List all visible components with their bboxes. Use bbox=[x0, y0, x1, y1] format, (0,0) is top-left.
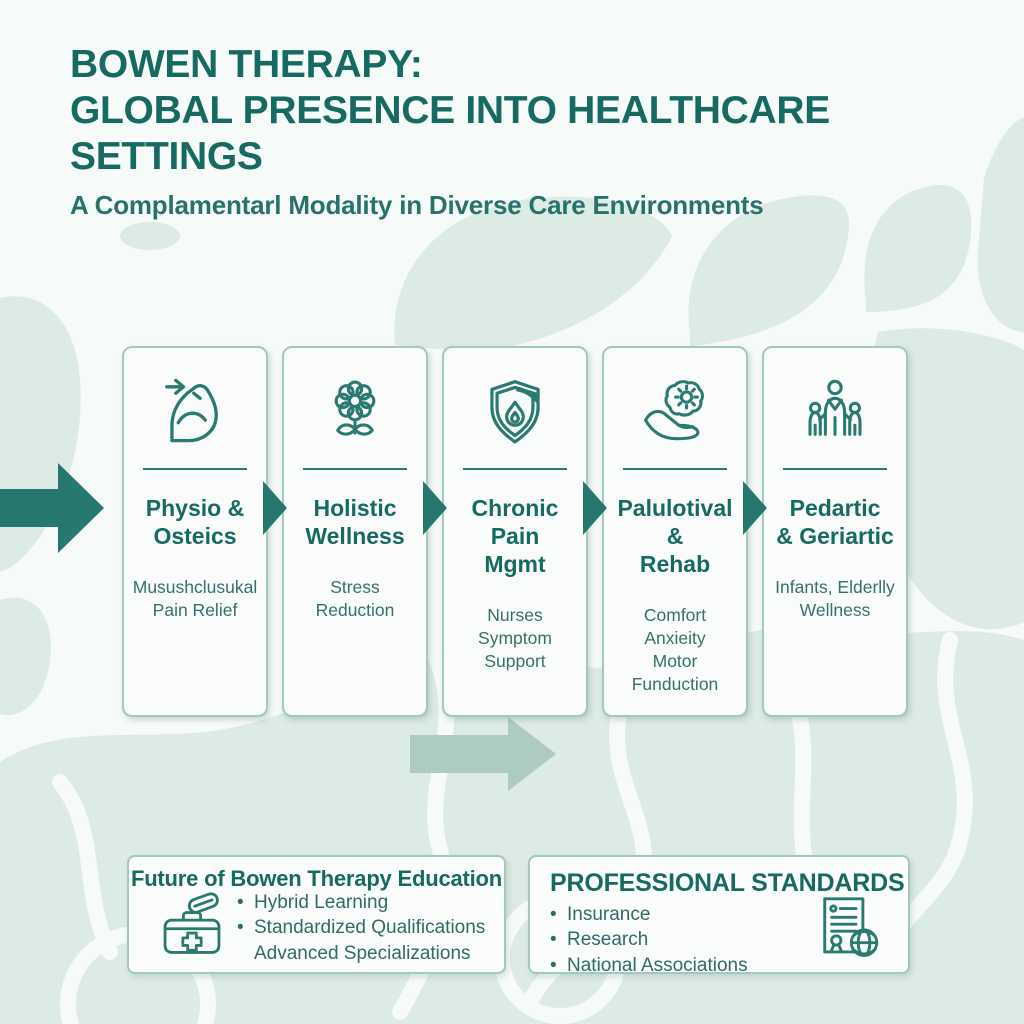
list-item: • National Associations bbox=[550, 953, 908, 978]
card-divider bbox=[623, 468, 727, 470]
list-item: • Insurance bbox=[550, 902, 908, 927]
bottom-flow-arrow-head bbox=[508, 717, 556, 791]
standards-box: PROFESSIONAL STANDARDS • Insurance • Res… bbox=[528, 855, 910, 976]
bullet-text: Hybrid Learning bbox=[254, 892, 389, 913]
card-title: Holistic Wellness bbox=[305, 495, 405, 550]
flow-connector-arrow bbox=[423, 481, 447, 535]
card-divider bbox=[783, 468, 887, 470]
bullet-text: Insurance bbox=[567, 904, 651, 925]
card-title: Palulotival & Rehab bbox=[617, 495, 733, 578]
card-title: Physio & Osteics bbox=[145, 495, 245, 550]
education-box-content: • Hybrid Learning • Standardized Qualifi… bbox=[129, 890, 504, 966]
card-physio-osteics: Physio & Osteics Musushclusukal Pain Rel… bbox=[122, 346, 268, 717]
bullet-marker: • bbox=[237, 917, 244, 939]
page-subtitle: A Complamentarl Modality in Diverse Care… bbox=[70, 190, 764, 221]
card-body: Stress Reduction bbox=[315, 577, 395, 621]
bullet-marker: • bbox=[237, 892, 244, 913]
list-item: Advanced Specializations bbox=[237, 941, 485, 966]
left-flow-arrow-head bbox=[58, 463, 104, 553]
card-chronic-pain: Chronic Pain Mgmt Nurses Symptom Support bbox=[442, 346, 588, 717]
card-divider bbox=[143, 468, 247, 470]
page-title: BOWEN THERAPY: GLOBAL PRESENCE INTO HEAL… bbox=[70, 43, 830, 179]
shield-flame-icon bbox=[474, 372, 556, 458]
flow-connector-arrow bbox=[743, 481, 767, 535]
care-settings-flow: Physio & Osteics Musushclusukal Pain Rel… bbox=[122, 346, 908, 717]
first-aid-kit-icon bbox=[153, 891, 231, 965]
bullet-text: Advanced Specializations bbox=[254, 942, 471, 964]
card-body: Nurses Symptom Support bbox=[478, 605, 552, 672]
flower-icon bbox=[314, 372, 396, 458]
bullet-marker: • bbox=[550, 954, 557, 976]
flex-arm-icon bbox=[154, 372, 236, 458]
education-box-title: Future of Bowen Therapy Education bbox=[130, 866, 503, 891]
card-palliative-rehab: Palulotival & Rehab Comfort Anxieity Mot… bbox=[602, 346, 748, 717]
bullet-marker bbox=[237, 941, 254, 966]
card-divider bbox=[463, 468, 567, 470]
list-item: • Hybrid Learning bbox=[237, 890, 485, 915]
list-item: • Standardized Qualifications bbox=[237, 915, 485, 940]
flow-connector-arrow bbox=[583, 481, 607, 535]
header: BOWEN THERAPY: GLOBAL PRESENCE INTO HEAL… bbox=[70, 42, 1024, 221]
bullet-marker: • bbox=[550, 904, 557, 925]
card-divider bbox=[303, 468, 407, 470]
card-pediatric-geriatric: Pedartic & Geriartic Infants, Elderlly W… bbox=[762, 346, 908, 717]
bullet-marker: • bbox=[550, 929, 557, 951]
education-bullet-list: • Hybrid Learning • Standardized Qualifi… bbox=[237, 890, 485, 966]
standards-bullet-list: • Insurance • Research • National Associ… bbox=[550, 902, 908, 978]
list-item: • Research bbox=[550, 927, 908, 952]
bullet-text: Research bbox=[567, 929, 649, 951]
bullet-text: Standardized Qualifications bbox=[254, 917, 486, 939]
family-icon bbox=[794, 372, 876, 458]
bullet-text: National Associations bbox=[567, 954, 748, 976]
card-title: Chronic Pain Mgmt bbox=[471, 495, 559, 578]
standards-box-title: PROFESSIONAL STANDARDS bbox=[550, 869, 905, 897]
card-body: Infants, Elderlly Wellness bbox=[775, 577, 895, 621]
bottom-flow-arrow bbox=[410, 716, 558, 792]
left-flow-arrow-shaft bbox=[0, 489, 58, 527]
brain-hand-icon bbox=[634, 372, 716, 458]
education-box: Future of Bowen Therapy Education • Hybr… bbox=[127, 855, 506, 974]
card-holistic-wellness: Holistic Wellness Stress Reduction bbox=[282, 346, 428, 717]
left-flow-arrow bbox=[0, 462, 106, 554]
flow-connector-arrow bbox=[263, 481, 287, 535]
card-body: Musushclusukal Pain Relief bbox=[132, 577, 258, 621]
card-body: Comfort Anxieity Motor Funduction bbox=[631, 605, 719, 695]
card-title: Pedartic & Geriartic bbox=[776, 495, 894, 550]
bottom-flow-arrow-shaft bbox=[410, 735, 508, 773]
certificate-globe-icon bbox=[806, 893, 892, 972]
